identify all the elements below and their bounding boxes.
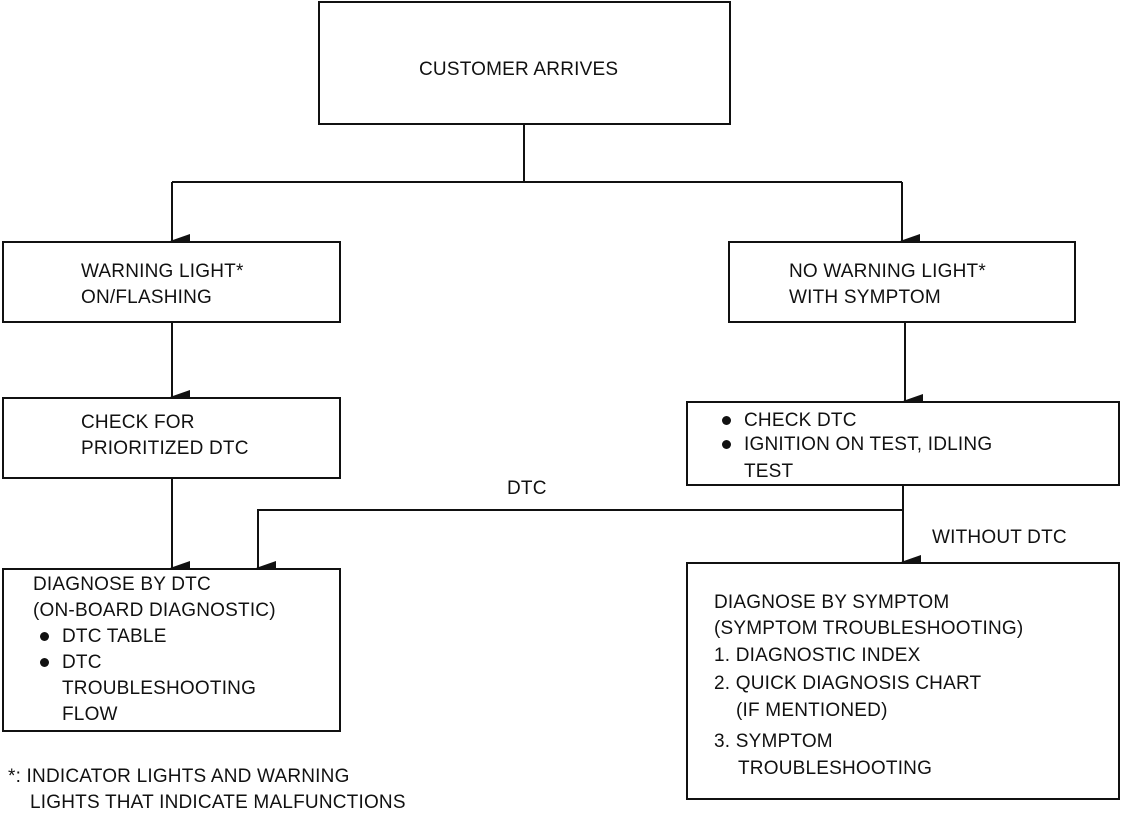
check-prioritized-box	[2, 397, 341, 479]
diagnose-symptom-item-2-cont: (IF MENTIONED)	[736, 700, 888, 721]
diagnose-dtc-title-1: DIAGNOSE BY DTC	[33, 574, 211, 595]
edge-label-without-dtc: WITHOUT DTC	[932, 527, 1067, 548]
diagnose-symptom-item-2: 2. QUICK DIAGNOSIS CHART	[714, 673, 982, 694]
arrow-dtc-branch	[256, 509, 903, 575]
diagnose-dtc-title-2: (ON-BOARD DIAGNOSTIC)	[33, 600, 276, 621]
customer-arrives-label: CUSTOMER ARRIVES	[419, 59, 619, 80]
bullet-icon	[40, 632, 49, 641]
edge-label-dtc: DTC	[507, 478, 547, 499]
diagnose-symptom-item-3-cont: TROUBLESHOOTING	[738, 758, 933, 779]
diagnose-dtc-item-2-cont-1: TROUBLESHOOTING	[62, 678, 257, 699]
diagnose-symptom-title-1: DIAGNOSE BY SYMPTOM	[714, 592, 950, 613]
bullet-icon	[722, 416, 731, 425]
diagnose-symptom-item-1: 1. DIAGNOSTIC INDEX	[714, 645, 921, 666]
warning-light-box	[2, 241, 341, 323]
diagnose-symptom-box	[686, 562, 1120, 800]
diagnose-dtc-box	[2, 568, 341, 732]
check-prioritized-line-2: PRIORITIZED DTC	[81, 438, 249, 459]
diagnose-symptom-title-2: (SYMPTOM TROUBLESHOOTING)	[714, 618, 1024, 639]
check-dtc-item-2-cont: TEST	[744, 461, 794, 482]
check-prioritized-line-1: CHECK FOR	[81, 412, 195, 433]
no-warning-light-line-2: WITH SYMPTOM	[789, 287, 941, 308]
check-dtc-box	[686, 401, 1120, 486]
footnote-line-2: LIGHTS THAT INDICATE MALFUNCTIONS	[30, 792, 406, 813]
diagnose-dtc-item-2-cont-2: FLOW	[62, 704, 118, 725]
footnote-line-1: *: INDICATOR LIGHTS AND WARNING	[8, 766, 350, 787]
warning-light-line-1: WARNING LIGHT*	[81, 261, 244, 282]
check-dtc-item-1: CHECK DTC	[744, 410, 857, 431]
no-warning-light-box	[728, 241, 1076, 323]
check-dtc-item-2: IGNITION ON TEST, IDLING	[744, 434, 993, 455]
warning-light-line-2: ON/FLASHING	[81, 287, 212, 308]
diagnose-dtc-item-1: DTC TABLE	[62, 626, 167, 647]
no-warning-light-line-1: NO WARNING LIGHT*	[789, 261, 986, 282]
diagnose-symptom-item-3: 3. SYMPTOM	[714, 731, 833, 752]
bullet-icon	[722, 440, 731, 449]
bullet-icon	[40, 658, 49, 667]
customer-arrives-box	[318, 1, 731, 125]
diagnose-dtc-item-2: DTC	[62, 652, 102, 673]
